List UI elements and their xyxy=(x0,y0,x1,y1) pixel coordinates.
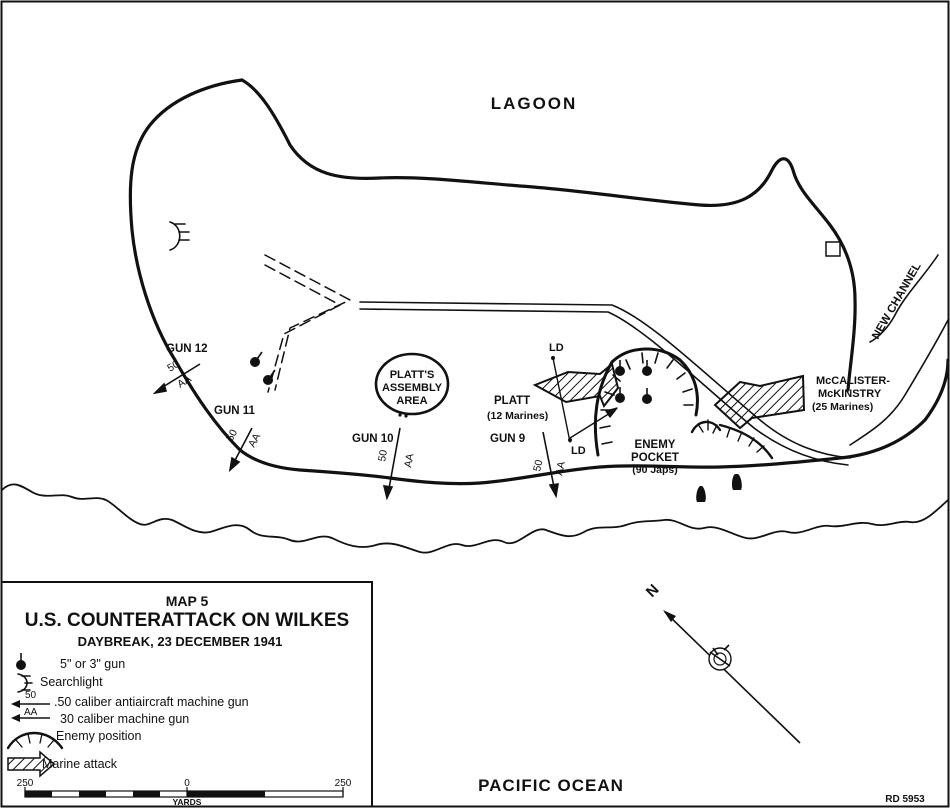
legend-mg-text: 30 caliber machine gun xyxy=(60,712,189,726)
channel-bank-upper xyxy=(869,254,939,343)
gun-icons xyxy=(250,351,652,404)
gun-12-label: GUN 12 xyxy=(166,343,208,355)
legend-marine-attack-icon xyxy=(7,750,56,778)
line-of-departure xyxy=(552,357,618,443)
enemy-pocket-label-2: POCKET xyxy=(631,452,679,464)
enemy-position-main xyxy=(593,347,699,457)
enemy-position-small-ticks xyxy=(697,419,718,434)
credit-label: RD 5953 xyxy=(885,794,925,805)
ld-markers xyxy=(551,356,572,442)
legend-aa-text: .50 caliber antiaircraft machine gun xyxy=(54,695,249,709)
legend-aa-top: 50 xyxy=(25,690,37,701)
legend-map-number: MAP 5 xyxy=(166,593,209,609)
searchlight-icon xyxy=(169,221,190,251)
assembly-exit-dots xyxy=(398,413,408,418)
svg-text:AA: AA xyxy=(553,460,568,476)
assembly-area-label-1: PLATT'S xyxy=(390,369,435,381)
island-lagoon-shore xyxy=(240,78,857,392)
legend-marine-attack-text: Marine attack xyxy=(42,757,118,771)
gun-11-label: GUN 11 xyxy=(214,405,256,417)
north-label: N xyxy=(643,581,663,601)
lagoon-label: LAGOON xyxy=(491,94,578,113)
enemy-position-east xyxy=(718,423,774,460)
assembly-area-label-2: ASSEMBLY xyxy=(382,382,443,394)
platt-label: PLATT xyxy=(494,395,530,407)
svg-text:50: 50 xyxy=(376,449,390,463)
legend-border xyxy=(2,581,373,806)
building xyxy=(825,241,841,257)
legend-mg-arrow-icon xyxy=(11,714,50,722)
ld-label-bottom: LD xyxy=(571,445,586,457)
mccalister-label-2: McKINSTRY xyxy=(818,388,882,400)
ocean-label: PACIFIC OCEAN xyxy=(478,776,624,795)
mg-aa-labels: 50 AA 50 AA 50 AA 50 AA xyxy=(165,358,568,477)
reef-line xyxy=(1,483,949,554)
platt-strength: (12 Marines) xyxy=(487,410,548,422)
svg-text:AA: AA xyxy=(402,453,416,469)
enemy-beach-boats xyxy=(696,474,742,502)
enemy-pocket-label-1: ENEMY xyxy=(635,439,676,451)
island-outline xyxy=(128,78,950,486)
mccalister-attack-arrow xyxy=(713,374,806,430)
assembly-area-circle xyxy=(374,352,450,416)
marine-emblem-icon xyxy=(708,644,732,671)
scale-left-label: 250 xyxy=(17,778,34,789)
scale-bar xyxy=(24,787,344,798)
legend-title: U.S. COUNTERATTACK ON WILKES xyxy=(25,610,349,631)
mg-arrows xyxy=(152,363,559,501)
trail-dashed-b xyxy=(264,264,341,393)
svg-text:50: 50 xyxy=(531,459,545,473)
ld-label-top: LD xyxy=(549,342,564,354)
legend-aa-bottom: AA xyxy=(24,707,38,718)
legend-searchlight-icon xyxy=(17,673,33,693)
svg-text:50: 50 xyxy=(165,358,181,374)
legend: MAP 5 U.S. COUNTERATTACK ON WILKES DAYBR… xyxy=(2,581,373,807)
mccalister-label-1: McCALISTER- xyxy=(816,375,890,387)
mccalister-strength: (25 Marines) xyxy=(812,401,873,413)
scale-right-label: 250 xyxy=(335,778,352,789)
legend-aa-arrow-icon xyxy=(11,700,50,708)
trail-dashed-a xyxy=(264,254,351,391)
legend-subtitle: DAYBREAK, 23 DECEMBER 1941 xyxy=(78,634,283,649)
enemy-position-east-ticks xyxy=(726,427,765,453)
gun-9-label: GUN 9 xyxy=(490,433,525,445)
svg-text:AA: AA xyxy=(246,431,263,449)
legend-enemy-position-text: Enemy position xyxy=(56,729,142,743)
scale-mid-label: 0 xyxy=(184,778,190,789)
enemy-position-ticks xyxy=(599,352,694,445)
legend-enemy-position-icon xyxy=(6,731,64,750)
platt-attack-arrow xyxy=(532,362,620,408)
enemy-pocket-strength: (90 Japs) xyxy=(632,464,678,476)
legend-gun-icon xyxy=(16,653,26,670)
svg-text:50: 50 xyxy=(224,427,240,443)
legend-searchlight-text: Searchlight xyxy=(40,675,103,689)
channel-label: NEW CHANNEL xyxy=(870,261,924,342)
channel-bank-lower xyxy=(849,319,949,446)
north-arrow: N xyxy=(643,581,801,744)
scale-unit-label: YARDS xyxy=(173,797,202,807)
enemy-position-small xyxy=(690,420,722,434)
gun-10-label: GUN 10 xyxy=(352,433,394,445)
assembly-area-label-3: AREA xyxy=(396,395,427,407)
legend-gun-text: 5" or 3" gun xyxy=(60,657,125,671)
